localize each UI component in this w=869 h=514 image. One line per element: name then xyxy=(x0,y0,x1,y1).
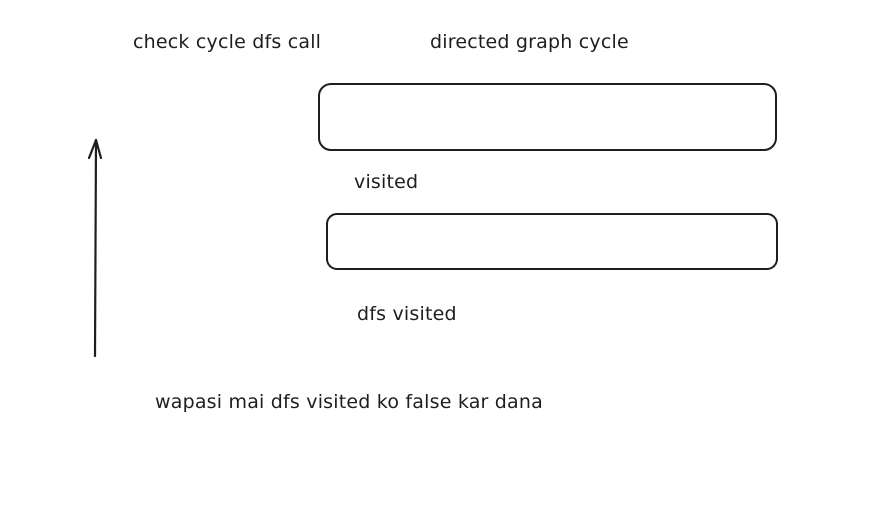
visited-array-box xyxy=(318,83,777,151)
check-cycle-dfs-call-label: check cycle dfs call xyxy=(133,31,322,53)
up-arrow xyxy=(87,138,103,358)
dfs-visited-array-box xyxy=(326,213,778,270)
directed-graph-cycle-title: directed graph cycle xyxy=(430,31,629,53)
reset-dfs-visited-note: wapasi mai dfs visited ko false kar dana xyxy=(155,391,543,413)
visited-label: visited xyxy=(354,171,419,193)
dfs-visited-label: dfs visited xyxy=(357,303,457,325)
